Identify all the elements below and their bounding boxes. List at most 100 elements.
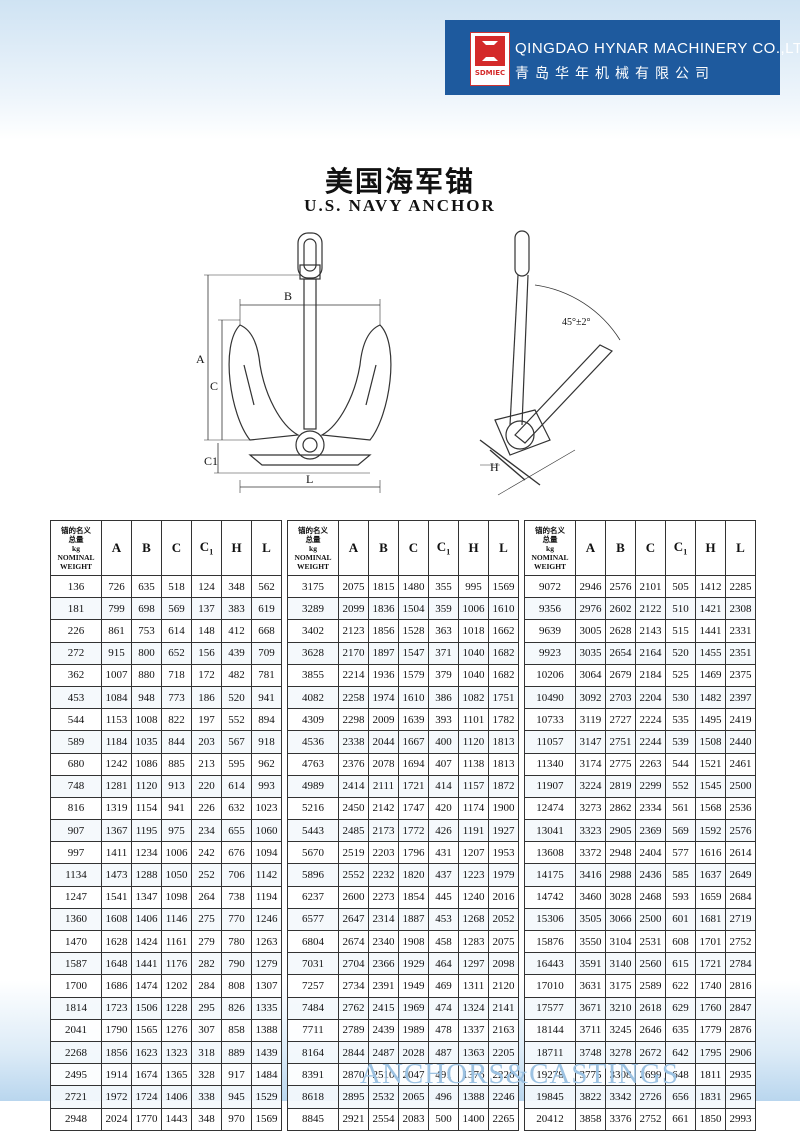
dimension-cell: 1120 [458, 730, 489, 754]
dimension-cell: 383 [221, 597, 252, 621]
weight-cell: 14175 [524, 863, 576, 887]
dimension-cell: 3119 [575, 708, 606, 732]
dimension-cell: 1521 [695, 752, 726, 776]
dimension-cell: 894 [251, 708, 282, 732]
column-header: C [398, 520, 429, 576]
dimension-cell: 3372 [575, 841, 606, 865]
dimension-cell: 2554 [368, 1107, 399, 1131]
dimension-cell: 577 [665, 841, 696, 865]
dimension-cell: 2752 [725, 929, 756, 954]
dimension-cell: 3591 [575, 952, 606, 976]
right-fluke-shape [320, 324, 392, 441]
dimension-cell: 2647 [338, 907, 369, 932]
dimension-cell: 2099 [338, 597, 369, 621]
dimension-cell: 1979 [488, 863, 519, 887]
dimension-cell: 1086 [131, 752, 162, 776]
dimension-cell: 2674 [338, 929, 369, 954]
dimension-cell: 585 [665, 863, 696, 887]
dimension-cell: 1887 [398, 907, 429, 932]
dimension-cell: 1018 [458, 619, 489, 643]
dimension-cell: 844 [161, 730, 192, 754]
dimension-cell: 2948 [605, 841, 636, 865]
dimension-cell: 2263 [635, 752, 666, 776]
column-header: C1 [191, 520, 222, 576]
dimension-cell: 2299 [635, 774, 666, 798]
angle-label: 45°±2° [562, 317, 591, 328]
dimension-cell: 2397 [725, 685, 756, 710]
dimension-cell: 213 [191, 752, 222, 776]
weight-cell: 3628 [287, 641, 339, 665]
dimension-cell: 1701 [695, 929, 726, 954]
dimension-cell: 2083 [398, 1107, 429, 1131]
dimension-cell: 2862 [605, 796, 636, 821]
column-header-subscript: 1 [446, 547, 451, 557]
weight-header-line: 锚的名义 [61, 525, 91, 535]
dimension-cell: 393 [428, 708, 459, 732]
dimension-cell: 2679 [605, 663, 636, 687]
dimension-cell: 520 [221, 685, 252, 710]
dimension-cell: 635 [665, 1018, 696, 1042]
dimension-cell: 445 [428, 885, 459, 909]
dimension-cell: 2762 [338, 996, 369, 1020]
dimension-cell: 2699 [635, 1063, 666, 1087]
dimension-cell: 808 [221, 974, 252, 998]
dimension-cell: 1790 [101, 1018, 132, 1042]
weight-cell: 20412 [524, 1107, 576, 1131]
weight-cell: 136 [50, 574, 102, 599]
dimension-cell: 1421 [695, 597, 726, 621]
column-header-label: B [379, 540, 388, 555]
dimension-cell: 2600 [338, 885, 369, 909]
dimension-cell: 2285 [725, 574, 756, 599]
dimension-cell: 295 [191, 996, 222, 1020]
weight-cell: 9072 [524, 574, 576, 599]
dimension-cell: 2298 [338, 708, 369, 732]
dimension-cell: 2258 [338, 685, 369, 710]
dimension-cell: 1686 [101, 974, 132, 998]
column-header: B [368, 520, 399, 576]
weight-cell: 2268 [50, 1040, 102, 1065]
weight-cell: 16443 [524, 952, 576, 976]
dimension-cell: 464 [428, 952, 459, 976]
dimension-cell: 1482 [695, 685, 726, 710]
dimension-cell: 941 [251, 685, 282, 710]
dimension-cell: 1138 [458, 752, 489, 776]
dimension-cell: 1820 [398, 863, 429, 887]
dimension-cell: 917 [221, 1063, 252, 1087]
dimension-cell: 1508 [695, 730, 726, 754]
dimension-cell: 2906 [725, 1040, 756, 1065]
dim-label-c1: C1 [204, 454, 218, 468]
dimension-cell: 3505 [575, 907, 606, 932]
dimension-cell: 1815 [368, 574, 399, 599]
dimension-cell: 1469 [695, 663, 726, 687]
dimension-cell: 1623 [131, 1040, 162, 1065]
dimension-cell: 948 [131, 685, 162, 710]
dimension-cell: 2672 [635, 1040, 666, 1065]
dimension-cell: 780 [221, 929, 252, 954]
dimension-cell: 1008 [131, 708, 162, 732]
company-name-en: QINGDAO HYNAR MACHINERY CO.,LTD [515, 40, 800, 57]
dimension-cell: 2684 [725, 885, 756, 909]
dimension-cell: 1872 [488, 774, 519, 798]
dimension-cell: 491 [428, 1063, 459, 1087]
dimension-cell: 2784 [725, 952, 756, 976]
weight-header-line: NOMINAL [57, 552, 95, 562]
dimension-cell: 2752 [635, 1107, 666, 1131]
shank-shape [303, 278, 317, 430]
dimension-cell: 518 [161, 574, 192, 599]
dimension-cell: 3140 [605, 952, 636, 976]
column-header-label: H [231, 540, 242, 555]
dimension-cell: 2602 [605, 597, 636, 621]
dimension-cell: 2376 [338, 752, 369, 776]
dimension-cell: 348 [221, 574, 252, 599]
